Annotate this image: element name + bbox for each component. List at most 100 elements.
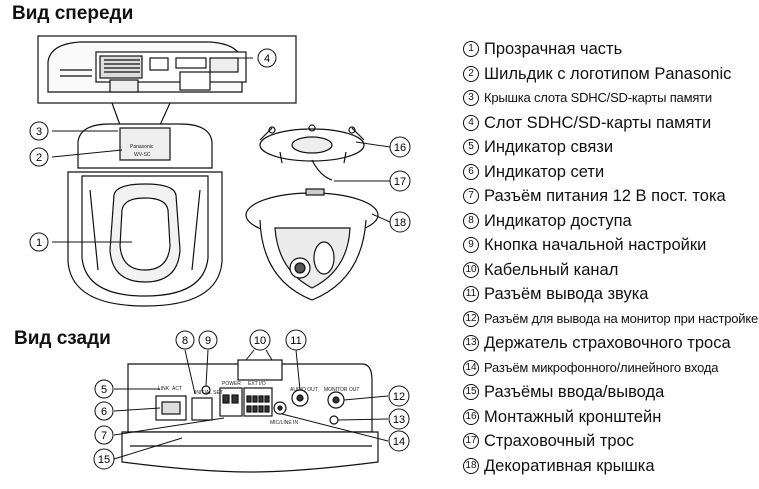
legend-text: Прозрачная часть xyxy=(484,40,623,58)
legend-item: 11 Разъём вывода звука xyxy=(463,282,758,307)
callout-14: 14 xyxy=(388,430,410,452)
legend-item: 16 Монтажный кронштейн xyxy=(463,405,758,430)
callout-15: 15 xyxy=(93,448,115,470)
svg-text:9: 9 xyxy=(205,335,211,347)
legend-item: 17 Страховочный трос xyxy=(463,429,758,454)
svg-text:2: 2 xyxy=(36,152,42,164)
legend-item: 2 Шильдик с логотипом Panasonic xyxy=(463,62,758,87)
legend-item: 15 Разъёмы ввода/вывода xyxy=(463,380,758,405)
legend-item: 6 Индикатор сети xyxy=(463,160,758,185)
svg-text:13: 13 xyxy=(393,414,405,426)
legend-text: Держатель страховочного троса xyxy=(484,334,731,352)
legend-text: Индикатор доступа xyxy=(484,211,632,230)
legend-item: 14 Разъём микрофонного/линейного входа xyxy=(463,356,758,381)
callout-12: 12 xyxy=(388,385,410,407)
callout-4: 4 xyxy=(257,48,277,68)
audio-out-label: AUDIO OUT xyxy=(290,387,318,393)
legend-item: 9 Кнопка начальной настройки xyxy=(463,233,758,258)
legend-number: 10 xyxy=(463,261,479,278)
legend-number: 15 xyxy=(463,384,479,401)
callout-16: 16 xyxy=(389,136,411,158)
callout-17: 17 xyxy=(389,170,411,192)
legend-number: 8 xyxy=(463,212,479,229)
legend-number: 11 xyxy=(463,286,479,303)
ext-io-label: EXT I/O xyxy=(248,381,266,387)
legend-number: 9 xyxy=(463,237,479,254)
monitor-out-label: MONITOR OUT xyxy=(324,387,359,393)
legend-text: Индикатор связи xyxy=(484,138,614,156)
legend-text: Кнопка начальной настройки xyxy=(484,236,707,254)
link-label: LINK xyxy=(158,386,170,392)
svg-text:11: 11 xyxy=(290,335,301,347)
svg-text:17: 17 xyxy=(394,176,406,188)
legend-number: 7 xyxy=(463,188,479,205)
legend-number: 18 xyxy=(463,457,479,474)
callout-5: 5 xyxy=(94,379,114,399)
legend-text: Слот SDHC/SD-карты памяти xyxy=(484,113,712,132)
callout-13: 13 xyxy=(388,408,410,430)
legend-text: Монтажный кронштейн xyxy=(484,407,662,426)
callout-1: 1 xyxy=(29,232,49,252)
legend-item: 1 Прозрачная часть xyxy=(463,37,758,62)
svg-text:3: 3 xyxy=(36,126,42,138)
front-view-heading: Вид спереди xyxy=(12,3,134,24)
svg-text:10: 10 xyxy=(254,335,266,347)
legend-number: 2 xyxy=(463,65,479,82)
callout-6: 6 xyxy=(94,401,114,421)
callouts: 4 3 2 1 16 17 18 8 9 10 11 5 6 7 15 12 1… xyxy=(29,48,411,470)
mic-line-in-label: MIC/LINE IN xyxy=(270,420,298,426)
svg-text:7: 7 xyxy=(101,430,107,442)
legend-text: Шильдик с логотипом Panasonic xyxy=(484,64,732,83)
callout-18: 18 xyxy=(389,211,411,233)
legend-number: 14 xyxy=(463,359,479,376)
access-label: ACT xyxy=(172,386,182,392)
svg-text:14: 14 xyxy=(393,436,405,448)
legend-text: Индикатор сети xyxy=(484,162,605,181)
legend-text: Кабельный канал xyxy=(484,260,619,279)
legend-text: Разъёмы ввода/вывода xyxy=(484,383,665,401)
svg-text:8: 8 xyxy=(182,335,188,347)
legend-text: Разъём для вывода на монитор при настрой… xyxy=(484,310,759,326)
callout-2: 2 xyxy=(29,147,49,167)
callout-3: 3 xyxy=(29,121,49,141)
svg-text:12: 12 xyxy=(393,391,405,403)
svg-text:1: 1 xyxy=(36,237,42,249)
callout-8: 8 xyxy=(175,330,195,350)
svg-text:15: 15 xyxy=(98,454,110,466)
sd-slot-inset xyxy=(37,35,297,104)
legend-number: 3 xyxy=(463,90,479,107)
parts-legend: 1 Прозрачная часть 2 Шильдик с логотипом Pa… xyxy=(463,37,758,478)
legend-text: Разъём микрофонного/линейного входа xyxy=(484,359,719,375)
callout-11: 11 xyxy=(285,329,307,351)
legend-number: 1 xyxy=(463,41,479,58)
svg-text:4: 4 xyxy=(264,53,270,65)
brand-label: Panasonic xyxy=(130,144,154,150)
legend-number: 12 xyxy=(463,310,479,327)
svg-text:6: 6 xyxy=(101,406,107,418)
callout-9: 9 xyxy=(198,330,218,350)
svg-text:16: 16 xyxy=(394,142,406,154)
legend-item: 8 Индикатор доступа xyxy=(463,209,758,234)
installed-dome-camera xyxy=(245,124,379,301)
model-label: WV-SC xyxy=(134,152,151,158)
legend-number: 17 xyxy=(463,433,479,450)
callout-10: 10 xyxy=(249,329,271,351)
legend-number: 16 xyxy=(463,408,479,425)
callout-7: 7 xyxy=(94,425,114,445)
power-label: POWER xyxy=(222,381,241,387)
camera-rear-body xyxy=(121,359,379,473)
init-set-label: INITIAL SET xyxy=(195,390,223,396)
legend-text: Разъём вывода звука xyxy=(484,285,649,303)
rear-view-heading: Вид сзади xyxy=(14,328,111,349)
legend-number: 6 xyxy=(463,163,479,180)
camera-front-body xyxy=(67,123,223,307)
legend-text: Страховочный трос xyxy=(484,432,634,450)
legend-item: 12 Разъём для вывода на монитор при настр… xyxy=(463,307,758,332)
